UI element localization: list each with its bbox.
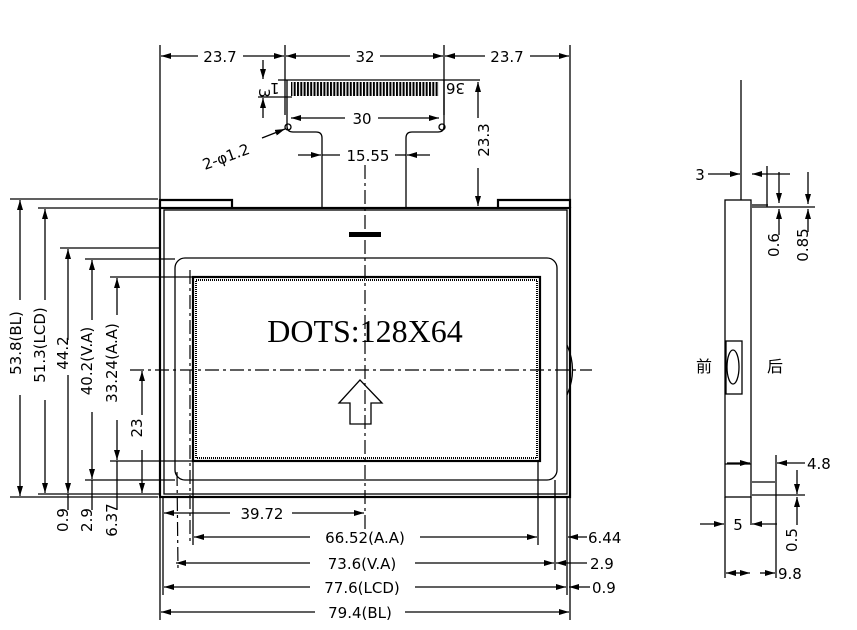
front-label: 前 bbox=[696, 357, 712, 376]
dim-fpc-thickness: 0.6 bbox=[765, 233, 783, 257]
dim-left-offset-lcd: 0.9 bbox=[54, 508, 72, 532]
dim-top-left: 23.7 bbox=[203, 48, 236, 66]
dim-right-offset-va: 2.9 bbox=[590, 555, 614, 573]
dim-fpc-pitch-height: 3 bbox=[255, 88, 273, 98]
bottom-extension-lines bbox=[162, 461, 568, 595]
module-outline: DOTS:128X64 bbox=[130, 165, 592, 571]
dim-lcd-width: 77.6(LCD) bbox=[324, 579, 399, 597]
dim-tail-width: 15.55 bbox=[347, 147, 390, 165]
dim-va-height: 40.2(V.A) bbox=[78, 327, 96, 395]
top-dimensions: 23.7 32 23.7 bbox=[161, 48, 569, 66]
up-arrow-icon bbox=[337, 379, 384, 425]
dim-lcd-height: 51.3(LCD) bbox=[31, 307, 49, 382]
side-view: 3 0.6 0.85 前 后 4.8 0.5 5 9.8 bbox=[695, 80, 831, 583]
dim-44-2: 44.2 bbox=[54, 336, 72, 369]
dim-top-center: 32 bbox=[355, 48, 374, 66]
dim-right-offset-lcd: 0.9 bbox=[592, 579, 616, 597]
dim-center-width: 39.72 bbox=[241, 505, 284, 523]
dim-left-offset-aa: 6.37 bbox=[103, 503, 121, 536]
dim-total-thickness: 9.8 bbox=[778, 565, 802, 583]
fpc-cable: 1 36 3 30 2-φ1.2 15.55 23.3 bbox=[200, 60, 493, 208]
left-dimensions: 53.8(BL) 51.3(LCD) 44.2 40.2(V.A) 33.24(… bbox=[7, 200, 146, 537]
dim-va-width: 73.6(V.A) bbox=[328, 555, 396, 573]
dim-left-offset-va: 2.9 bbox=[78, 508, 96, 532]
dim-bottom-thickness: 0.5 bbox=[783, 528, 801, 552]
dim-center-23: 23 bbox=[128, 418, 146, 437]
dim-bottom-offset: 4.8 bbox=[807, 455, 831, 473]
dim-right-offset-aa: 6.44 bbox=[588, 529, 621, 547]
dim-fpc-total: 0.85 bbox=[794, 228, 812, 261]
pin-1-label: 1 bbox=[270, 79, 280, 97]
dim-hole-spacing: 30 bbox=[352, 110, 371, 128]
viewing-area bbox=[174, 257, 558, 481]
dim-fpc-offset: 3 bbox=[695, 166, 705, 184]
dim-aa-height: 33.24(A.A) bbox=[103, 323, 121, 403]
active-area bbox=[191, 275, 542, 463]
left-extension-lines bbox=[10, 198, 193, 498]
side-body bbox=[724, 199, 752, 498]
pin-36-label: 36 bbox=[446, 79, 465, 97]
dim-bl-height: 53.8(BL) bbox=[7, 311, 25, 375]
bottom-dimensions: 39.72 66.52(A.A) 73.6(V.A) 77.6(LCD) 79.… bbox=[161, 505, 621, 622]
dim-bl-width: 79.4(BL) bbox=[328, 604, 392, 622]
dim-aa-width: 66.52(A.A) bbox=[325, 529, 405, 547]
dim-top-right: 23.7 bbox=[490, 48, 523, 66]
dim-lcd-thickness: 5 bbox=[733, 516, 743, 534]
front-view: 23.7 32 23.7 1 36 3 30 2-φ1.2 bbox=[7, 45, 621, 622]
back-label: 后 bbox=[767, 357, 783, 376]
hole-callout: 2-φ1.2 bbox=[200, 140, 252, 174]
dim-tail-length: 23.3 bbox=[475, 123, 493, 156]
